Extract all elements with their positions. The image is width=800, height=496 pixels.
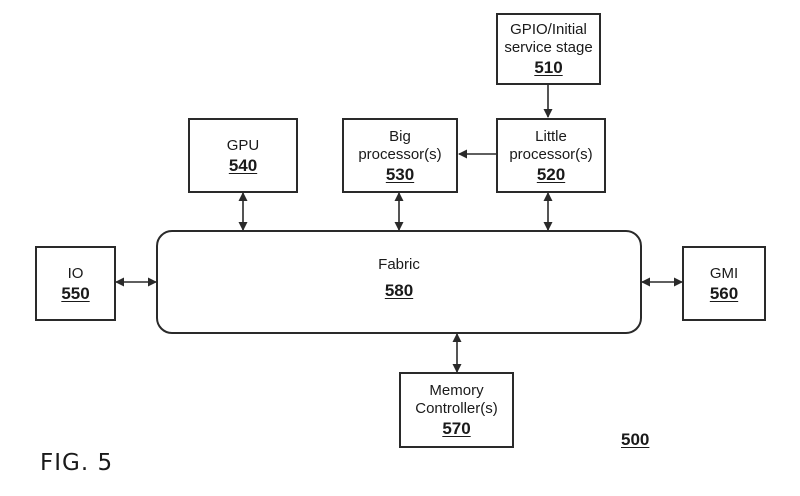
- gpio-initial-service-stage-block: GPIO/Initial service stage 510: [496, 13, 601, 85]
- gpu-block-reference: 540: [228, 155, 258, 175]
- gpio-block-label-line2: service stage: [504, 39, 593, 56]
- memory-block-label-line2: Controller(s): [415, 400, 498, 417]
- little-processor-block: Little processor(s) 520: [496, 118, 606, 193]
- big-block-reference: 530: [385, 164, 415, 184]
- io-block: IO 550: [35, 246, 116, 321]
- big-block-label-line2: processor(s): [358, 145, 442, 163]
- memory-block-reference: 570: [442, 419, 471, 438]
- gpio-block-label-line1: GPIO/Initial: [510, 21, 587, 38]
- gpio-block-reference: 510: [534, 58, 563, 77]
- figure-reference-number: 500: [621, 430, 650, 449]
- memory-controller-block: Memory Controller(s) 570: [399, 372, 514, 448]
- little-block-label-line2: processor(s): [509, 145, 593, 163]
- gmi-block: GMI 560: [682, 246, 766, 321]
- big-block-label-line1: Big: [389, 127, 411, 145]
- little-block-reference: 520: [536, 164, 566, 184]
- big-processor-block: Big processor(s) 530: [342, 118, 458, 193]
- fabric-block-label: Fabric: [378, 256, 420, 273]
- gpu-block-label: GPU: [226, 136, 260, 154]
- gmi-block-reference: 560: [709, 283, 739, 303]
- gpu-block: GPU 540: [188, 118, 298, 193]
- little-block-label-line1: Little: [535, 127, 567, 145]
- gmi-block-label: GMI: [709, 264, 739, 282]
- fabric-block: Fabric 580: [156, 230, 642, 334]
- io-block-label: IO: [67, 264, 84, 282]
- fabric-block-reference: 580: [384, 281, 414, 300]
- memory-block-label-line1: Memory: [429, 382, 484, 399]
- io-block-reference: 550: [61, 283, 90, 303]
- figure-label: FIG. 5: [40, 450, 114, 476]
